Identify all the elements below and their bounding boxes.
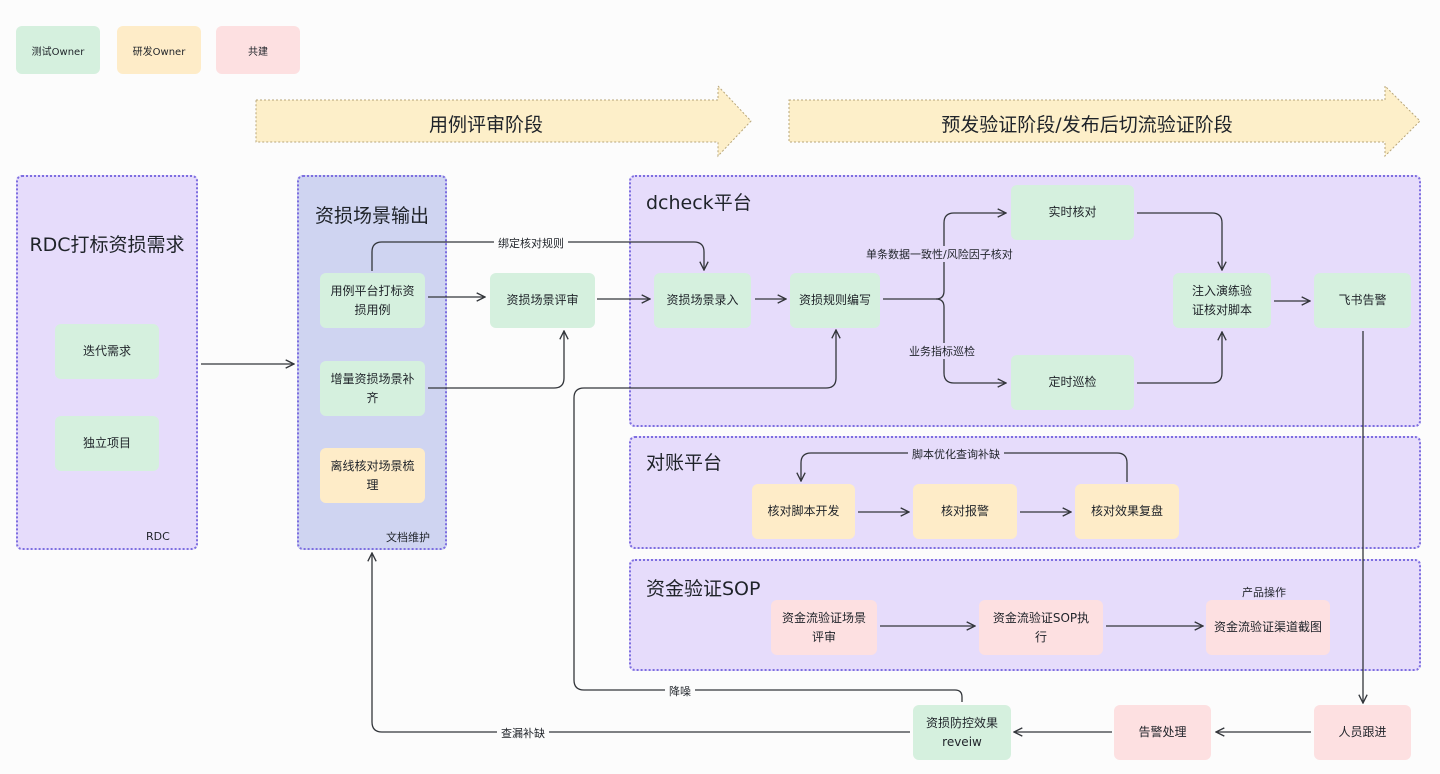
node-label: 核对脚本开发 [767,504,840,518]
node-fund-channel-screenshot[interactable]: 资金流验证渠道截图 [1206,600,1330,655]
group-title-fund-sop: 资金验证SOP [646,578,761,600]
edge-label-single-consistency: 单条数据一致性/风险因子核对 [862,246,1017,262]
node-effect-review[interactable]: 资损防控效果reveiw [913,705,1011,760]
node-label: 离线核对场景梳理 [330,458,415,492]
node-label: 资金流验证SOP执行 [992,610,1090,644]
legend-label: 测试Owner [31,46,85,58]
group-title-rdc: RDC打标资损需求 [29,234,185,256]
node-alert-handling[interactable]: 告警处理 [1114,705,1211,760]
group-title-scene-output: 资损场景输出 [314,205,429,227]
node-label: 用例平台打标资损用例 [330,283,415,317]
node-label: 资损场景录入 [666,293,739,307]
group-title-dcheck: dcheck平台 [646,192,752,214]
node-label: 资金流验证渠道截图 [1214,620,1323,634]
node-person-follow-up[interactable]: 人员跟进 [1314,705,1411,760]
node-label: 资损防控效果reveiw [925,715,998,749]
legend-dev-owner: 研发Owner [117,26,201,74]
node-realtime-check[interactable]: 实时核对 [1011,185,1134,240]
group-title-reconcile: 对账平台 [646,452,723,474]
node-fund-sop-execution[interactable]: 资金流验证SOP执行 [979,600,1103,655]
node-label: 定时巡检 [1048,375,1097,389]
edge-label-script-optimize: 脚本优化查询补缺 [908,446,1004,462]
node-label: 注入演练验证核对脚本 [1191,283,1252,317]
edge-increment-to-review [428,331,564,389]
node-check-alarm[interactable]: 核对报警 [913,484,1017,539]
node-label: 迭代需求 [82,344,131,358]
node-offline-check-scene[interactable]: 离线核对场景梳理 [320,448,425,503]
phase-arrow-case-review [255,84,752,158]
legend-label: 共建 [248,46,268,58]
node-label: 资损规则编写 [798,293,871,307]
group-reconcile [629,436,1421,549]
node-independent-project[interactable]: 独立项目 [55,416,159,471]
node-case-platform-tagging[interactable]: 用例平台打标资损用例 [320,273,425,328]
node-scene-entry[interactable]: 资损场景录入 [654,273,751,328]
node-fund-scene-review[interactable]: 资金流验证场景评审 [771,600,877,655]
legend-label: 研发Owner [132,46,186,58]
node-label: 实时核对 [1048,205,1097,219]
legend-test-owner: 测试Owner [16,26,100,74]
edge-label-denoise: 降噪 [665,683,695,699]
legend-co-build: 共建 [216,26,300,74]
node-label: 独立项目 [82,436,131,450]
edge-label-fill-gaps: 查漏补缺 [497,725,549,741]
group-footer-scene-output: 文档维护 [386,531,430,544]
phase-label-verify: 预发验证阶段/发布后切流验证阶段 [941,114,1233,136]
node-incremental-scene-fill[interactable]: 增量资损场景补齐 [320,361,425,416]
edge-label-biz-metric: 业务指标巡检 [905,343,979,359]
phase-arrow-verify [788,84,1421,158]
node-inject-drill-script[interactable]: 注入演练验证核对脚本 [1173,273,1271,328]
node-label: 人员跟进 [1338,725,1387,739]
node-check-script-dev[interactable]: 核对脚本开发 [752,484,855,539]
node-scheduled-inspection[interactable]: 定时巡检 [1011,355,1134,410]
edge-label-bind-rules: 绑定核对规则 [494,235,568,251]
phase-label-case-review: 用例评审阶段 [428,114,543,136]
node-label: 资损场景评审 [506,293,579,307]
node-label: 告警处理 [1138,725,1187,739]
node-label: 飞书告警 [1338,293,1387,307]
node-rule-writing[interactable]: 资损规则编写 [790,273,880,328]
node-feishu-alert[interactable]: 飞书告警 [1314,273,1411,328]
node-check-effect-review[interactable]: 核对效果复盘 [1075,484,1179,539]
node-label: 增量资损场景补齐 [330,371,415,405]
node-scene-review[interactable]: 资损场景评审 [490,273,595,328]
edge-label-product-op: 产品操作 [1242,586,1286,599]
node-label: 资金流验证场景评审 [781,610,866,644]
node-label: 核对效果复盘 [1090,504,1163,518]
node-iteration-requirement[interactable]: 迭代需求 [55,324,159,379]
group-footer-rdc: RDC [146,530,170,543]
node-label: 核对报警 [940,504,989,518]
